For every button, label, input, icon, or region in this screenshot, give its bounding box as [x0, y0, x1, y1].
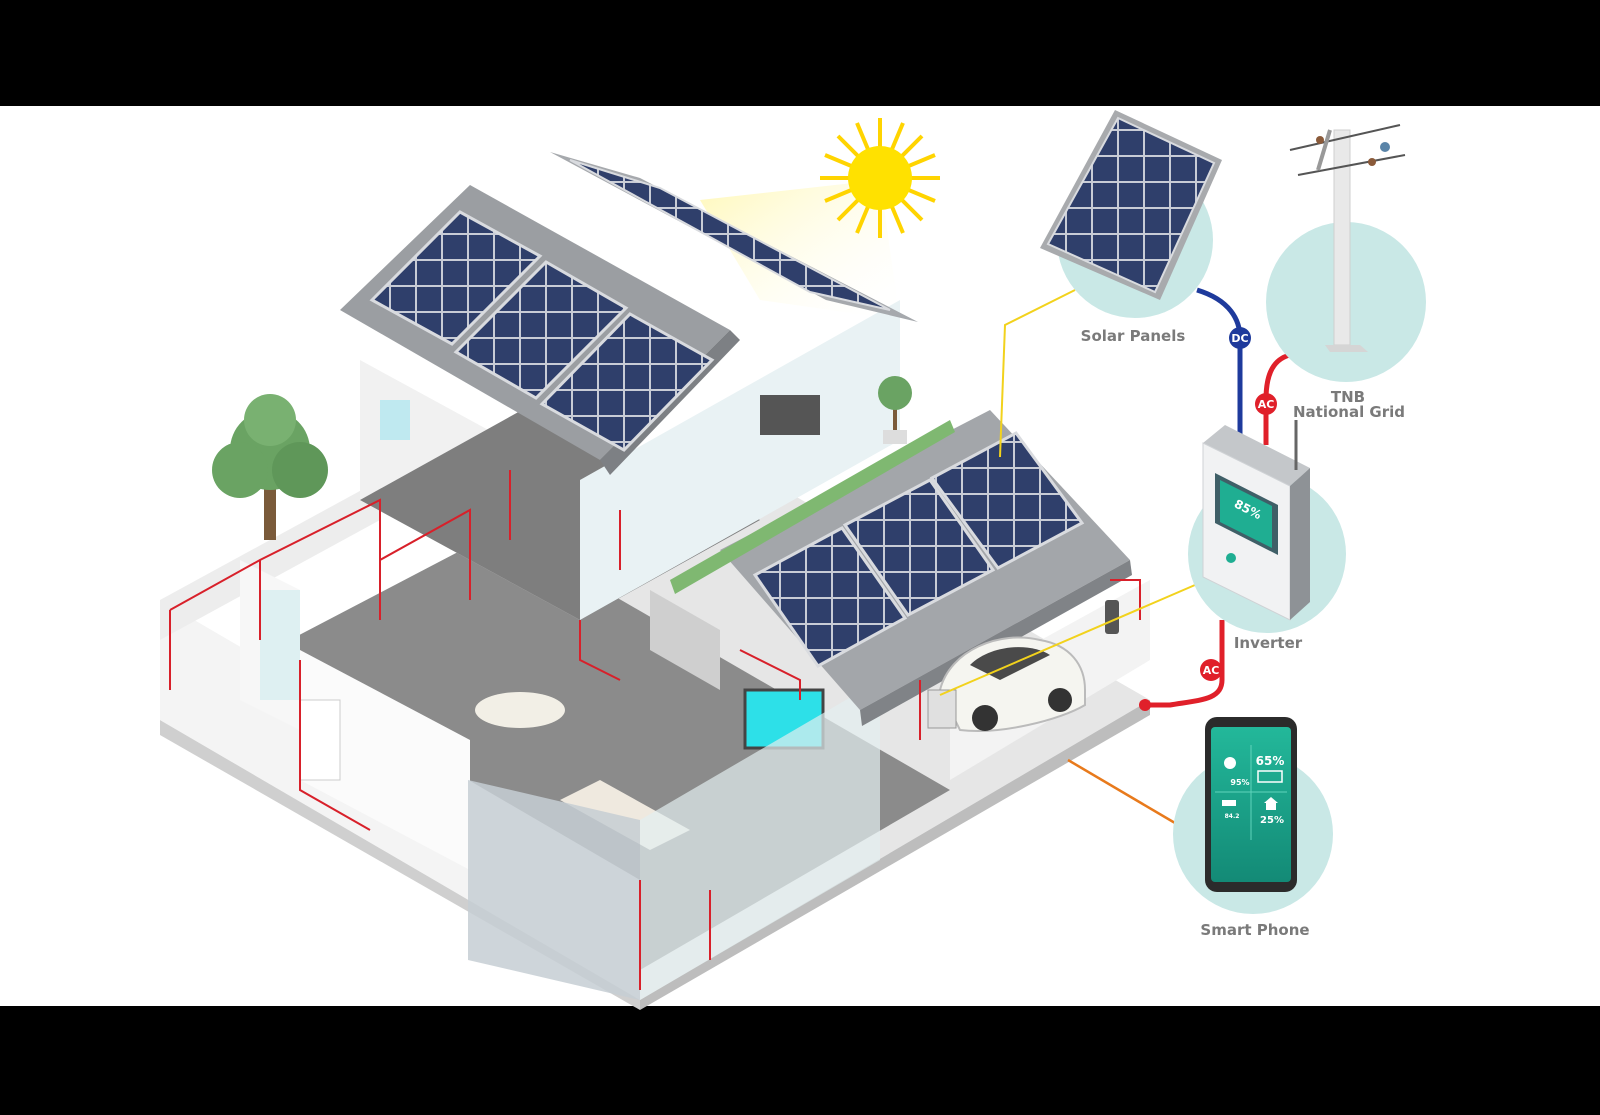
phone-home-percent: 25%	[1260, 815, 1284, 826]
solar-panels-label: Solar Panels	[1081, 327, 1186, 345]
tree-icon	[212, 394, 328, 540]
solar-panels-callout: Solar Panels	[1040, 110, 1222, 345]
ac-unit	[380, 400, 410, 440]
kitchen-wall	[300, 650, 470, 870]
roof-planter	[670, 420, 955, 594]
solar-panel-icon	[842, 478, 996, 617]
grid-label-line2: National Grid	[1293, 403, 1405, 421]
ac-house-endpoint	[1139, 699, 1151, 711]
inverter-status-light	[1226, 553, 1236, 563]
inverter-icon: 85%	[1202, 420, 1310, 621]
shower-glass	[260, 590, 300, 700]
roof-solar-panels-left	[369, 210, 715, 452]
house-wiring	[169, 470, 1141, 990]
smartphone-icon: 95% 65% 84.2 25%	[1205, 717, 1297, 892]
solar-panel-icon	[569, 159, 891, 311]
solar-panel-icon	[369, 210, 543, 346]
bird-icon	[1380, 142, 1390, 152]
solar-panel-icon	[929, 431, 1085, 570]
ac-house-cable	[1145, 620, 1225, 708]
solar-panel-link-line	[999, 289, 1076, 458]
solar-panel-icon	[453, 260, 629, 400]
solar-panel-icon	[752, 526, 908, 668]
roof-solar-panels-right	[752, 431, 1085, 668]
car-icon	[1222, 800, 1236, 806]
ac-grid-badge-label: AC	[1258, 398, 1275, 411]
upper-floor-glass	[580, 300, 900, 620]
upper-tv	[760, 395, 820, 435]
ev-charger	[1105, 600, 1119, 634]
dc-badge: DC	[1229, 327, 1251, 349]
ac-grid-badge: AC	[1255, 393, 1277, 415]
fridge	[299, 699, 341, 781]
sunlight-beam	[700, 180, 900, 320]
phone-car-value: 84.2	[1225, 813, 1240, 820]
sun-icon	[1224, 757, 1236, 769]
ac-house-badge: AC	[1200, 659, 1222, 681]
table	[475, 692, 565, 728]
house-illustration	[160, 152, 1150, 1010]
inverter-callout: 85% Inverter	[1188, 420, 1346, 652]
ac-house-badge-label: AC	[1203, 664, 1220, 677]
inverter-link-line	[939, 584, 1196, 696]
electric-car-icon	[938, 636, 1086, 732]
national-grid-callout: TNB National Grid	[1266, 124, 1426, 421]
grid-label-line1: TNB	[1331, 388, 1365, 406]
glass-front	[468, 780, 640, 1000]
smart-phone-label: Smart Phone	[1200, 921, 1309, 939]
phone-battery-percent: 65%	[1256, 754, 1285, 768]
phone-solar-percent: 95%	[1230, 778, 1249, 787]
battery-icon	[1257, 770, 1283, 783]
utility-pole-icon	[1289, 124, 1406, 352]
inverter-label: Inverter	[1234, 634, 1303, 652]
dc-badge-label: DC	[1231, 332, 1248, 345]
phone-link-line	[1067, 758, 1176, 825]
wall-inverter	[927, 689, 957, 729]
solar-panel-icon	[1040, 110, 1222, 300]
solar-panel-icon	[539, 312, 715, 452]
sun-icon	[820, 118, 940, 238]
home-icon	[1264, 797, 1278, 803]
potted-tree-icon	[878, 376, 912, 444]
smart-phone-callout: 95% 65% 84.2 25% Smart Phone	[1173, 717, 1333, 939]
